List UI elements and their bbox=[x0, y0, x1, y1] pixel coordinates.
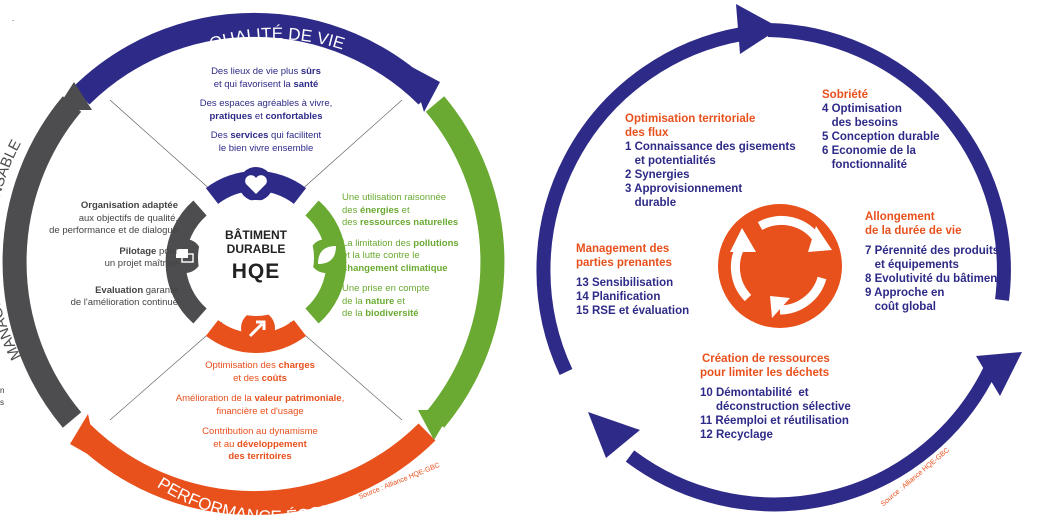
economy-item-2: Amélioration de la valeur patrimoniale, bbox=[175, 393, 345, 404]
list-item: des besoins bbox=[822, 117, 899, 129]
cycle-arrowhead-bottomleft bbox=[588, 412, 640, 458]
ring-segment-environment bbox=[425, 96, 505, 428]
heart-icon bbox=[239, 167, 273, 201]
quality-block: Des lieux de vie plus sûrs et qui favori… bbox=[176, 66, 356, 155]
cycle-arc-bottom bbox=[625, 366, 997, 512]
group-sobriety: Sobriété 4 Optimisation des besoins 5 Co… bbox=[822, 88, 982, 172]
recycle-icon bbox=[718, 204, 842, 328]
management-block: Organisation adaptée aux objectifs de qu… bbox=[24, 200, 178, 310]
group-resources: Création de ressources pour limiter les … bbox=[700, 352, 880, 442]
ring-arrowhead-quality bbox=[410, 66, 440, 112]
management-item-2: Pilotage pour bbox=[119, 245, 178, 257]
group-territorial-title-1: Optimisation territoriale bbox=[625, 113, 756, 125]
center-title: BÂTIMENT DURABLE bbox=[206, 228, 306, 256]
economy-item-1: Optimisation des charges bbox=[205, 360, 315, 371]
outer-ring bbox=[2, 12, 505, 516]
ring-arrowhead-management bbox=[56, 82, 92, 110]
list-item: déconstruction sélective bbox=[700, 401, 851, 413]
list-item: 14 Planification bbox=[576, 291, 661, 303]
group-lifespan: Allongement de la durée de vie 7 Pérenni… bbox=[865, 210, 1040, 314]
list-item: fonctionnalité bbox=[822, 159, 907, 171]
list-item: coût global bbox=[865, 301, 936, 313]
environment-item-3: Une prise en compte bbox=[342, 283, 430, 294]
ring-segment-management bbox=[2, 96, 82, 428]
edge-fragment-a: . bbox=[12, 14, 15, 23]
environment-item-1: Une utilisation raisonnée bbox=[342, 192, 447, 203]
list-item: 6 Economie de la bbox=[822, 145, 916, 157]
list-item: 12 Recyclage bbox=[700, 429, 773, 441]
cycle-arc-topright bbox=[767, 23, 1011, 301]
edge-fragment-b: n bbox=[0, 386, 5, 395]
quality-item-2: Des espaces agréables à vivre, bbox=[199, 98, 333, 109]
edge-fragment-c: s bbox=[0, 398, 4, 407]
center-title-line1: BÂTIMENT bbox=[225, 228, 287, 242]
group-resources-title-2: pour limiter les déchets bbox=[700, 367, 830, 379]
group-lifespan-title-2: de la durée de vie bbox=[865, 225, 962, 237]
list-item: et potentialités bbox=[625, 155, 716, 167]
quadrant-dividers bbox=[109, 99, 403, 421]
list-item: 1 Connaissance des gisements bbox=[625, 141, 796, 153]
group-lifespan-title-1: Allongement bbox=[865, 211, 935, 223]
cycle-ring bbox=[536, 23, 1011, 512]
list-item: 4 Optimisation bbox=[822, 103, 902, 115]
ring-segment-quality bbox=[72, 12, 436, 105]
group-resources-title-1: Création de ressources bbox=[702, 353, 830, 365]
economy-item-3: Contribution au dynamisme bbox=[202, 426, 318, 437]
center-title-line2: DURABLE bbox=[226, 242, 286, 256]
cycle-arrowhead-top bbox=[736, 4, 780, 54]
management-item-3: Evaluation garante bbox=[95, 284, 178, 296]
cycle-arrowhead-right bbox=[976, 352, 1022, 396]
list-item: 2 Synergies bbox=[625, 169, 690, 181]
arrow-up-icon bbox=[241, 311, 275, 345]
list-item: 3 Approvisionnement bbox=[625, 183, 743, 195]
cycle-arc-left bbox=[536, 27, 744, 375]
group-stakeholders: Management des parties prenantes 13 Sens… bbox=[576, 242, 726, 318]
hqe-logo-text: HQE bbox=[231, 260, 281, 283]
group-territorial: Optimisation territoriale des flux 1 Con… bbox=[625, 112, 825, 210]
group-sobriety-title: Sobriété bbox=[822, 89, 869, 101]
center-disc bbox=[198, 200, 314, 316]
list-item: 11 Réemploi et réutilisation bbox=[700, 415, 849, 427]
list-item: et équipements bbox=[865, 259, 959, 271]
hqe-logo: HQE bbox=[226, 260, 286, 284]
ring-arrowhead-economy bbox=[70, 414, 98, 460]
quality-item-1: Des lieux de vie plus sûrs bbox=[211, 66, 321, 77]
group-stakeholders-title-1: Management des bbox=[576, 243, 670, 255]
ring-arrowhead-environment bbox=[418, 410, 452, 440]
economy-block: Optimisation des charges et des coûts Am… bbox=[160, 360, 360, 464]
ring-segment-economy bbox=[72, 423, 436, 516]
list-item: 9 Approche en bbox=[865, 287, 945, 299]
quality-item-3: Des services qui facilitent bbox=[210, 130, 322, 141]
list-item: 10 Démontabilité et bbox=[700, 387, 809, 399]
leaf-icon bbox=[309, 239, 343, 273]
environment-block: Une utilisation raisonnée des énergies e… bbox=[342, 192, 472, 321]
group-territorial-title-2: des flux bbox=[625, 127, 669, 139]
list-item: 7 Pérennité des produits bbox=[865, 245, 1000, 257]
list-item: durable bbox=[625, 197, 677, 209]
list-item: 15 RSE et évaluation bbox=[576, 305, 690, 317]
group-stakeholders-title-2: parties prenantes bbox=[576, 257, 672, 269]
list-item: 13 Sensibilisation bbox=[576, 277, 674, 289]
management-item-1: Organisation adaptée bbox=[80, 200, 178, 211]
chat-icon bbox=[168, 239, 202, 273]
environment-item-2: La limitation des pollutions bbox=[342, 237, 459, 249]
list-item: 8 Evolutivité du bâtiment bbox=[865, 273, 1002, 285]
list-item: 5 Conception durable bbox=[822, 131, 940, 143]
